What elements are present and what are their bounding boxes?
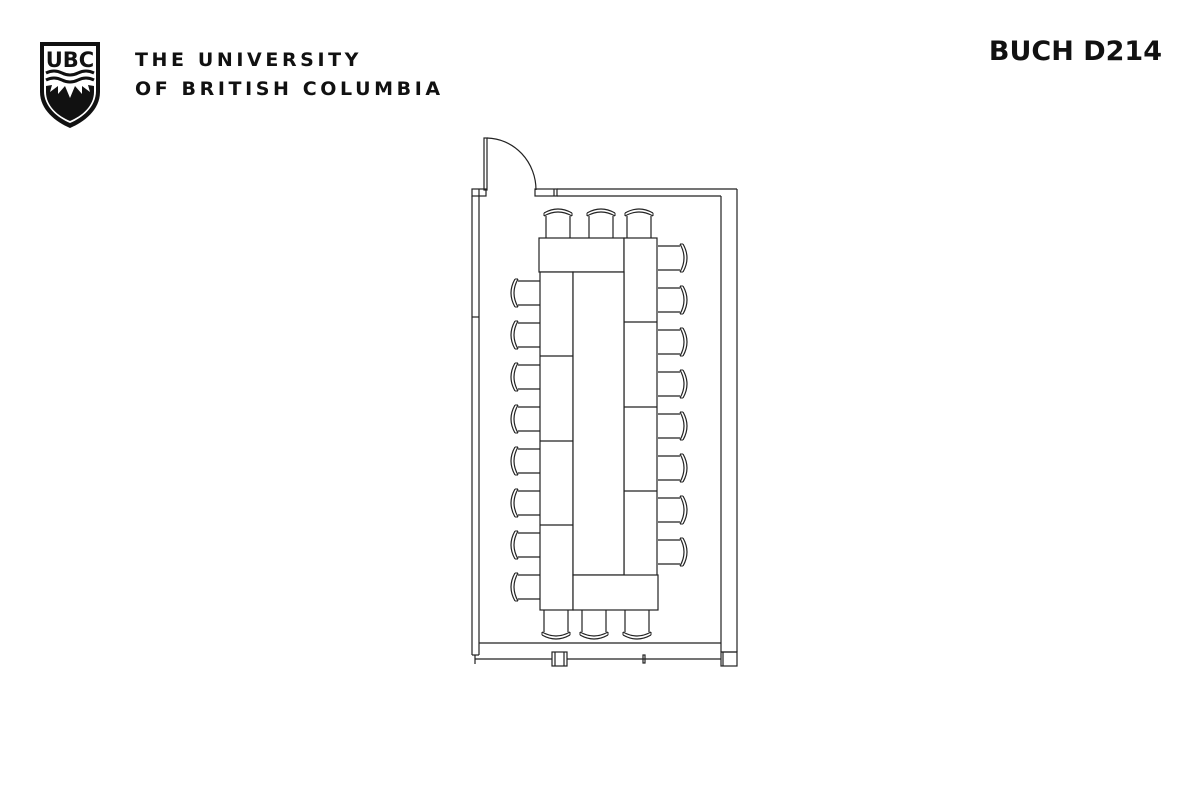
wordmark-line-1: THE UNIVERSITY [135,49,363,71]
table-center-strip [572,271,625,576]
chairs-right [657,243,688,567]
chairs-top [543,208,654,239]
table-bottom-end [572,574,659,611]
page-header: UBC THE UNIVERSITY OF BRITISH COLUMBIA B… [0,0,1200,140]
svg-text:UBC: UBC [46,48,94,72]
chairs-left [510,278,541,602]
table-right-column [623,237,658,579]
tables [538,237,659,611]
chairs-bottom [541,609,652,640]
university-wordmark: THE UNIVERSITY OF BRITISH COLUMBIA [135,46,444,104]
walls [471,188,738,667]
ubc-crest-icon: UBC [40,42,100,128]
table-top-end [538,237,625,273]
room-code: BUCH D214 [988,36,1162,67]
wordmark-line-2: OF BRITISH COLUMBIA [135,78,444,100]
door [483,137,537,191]
